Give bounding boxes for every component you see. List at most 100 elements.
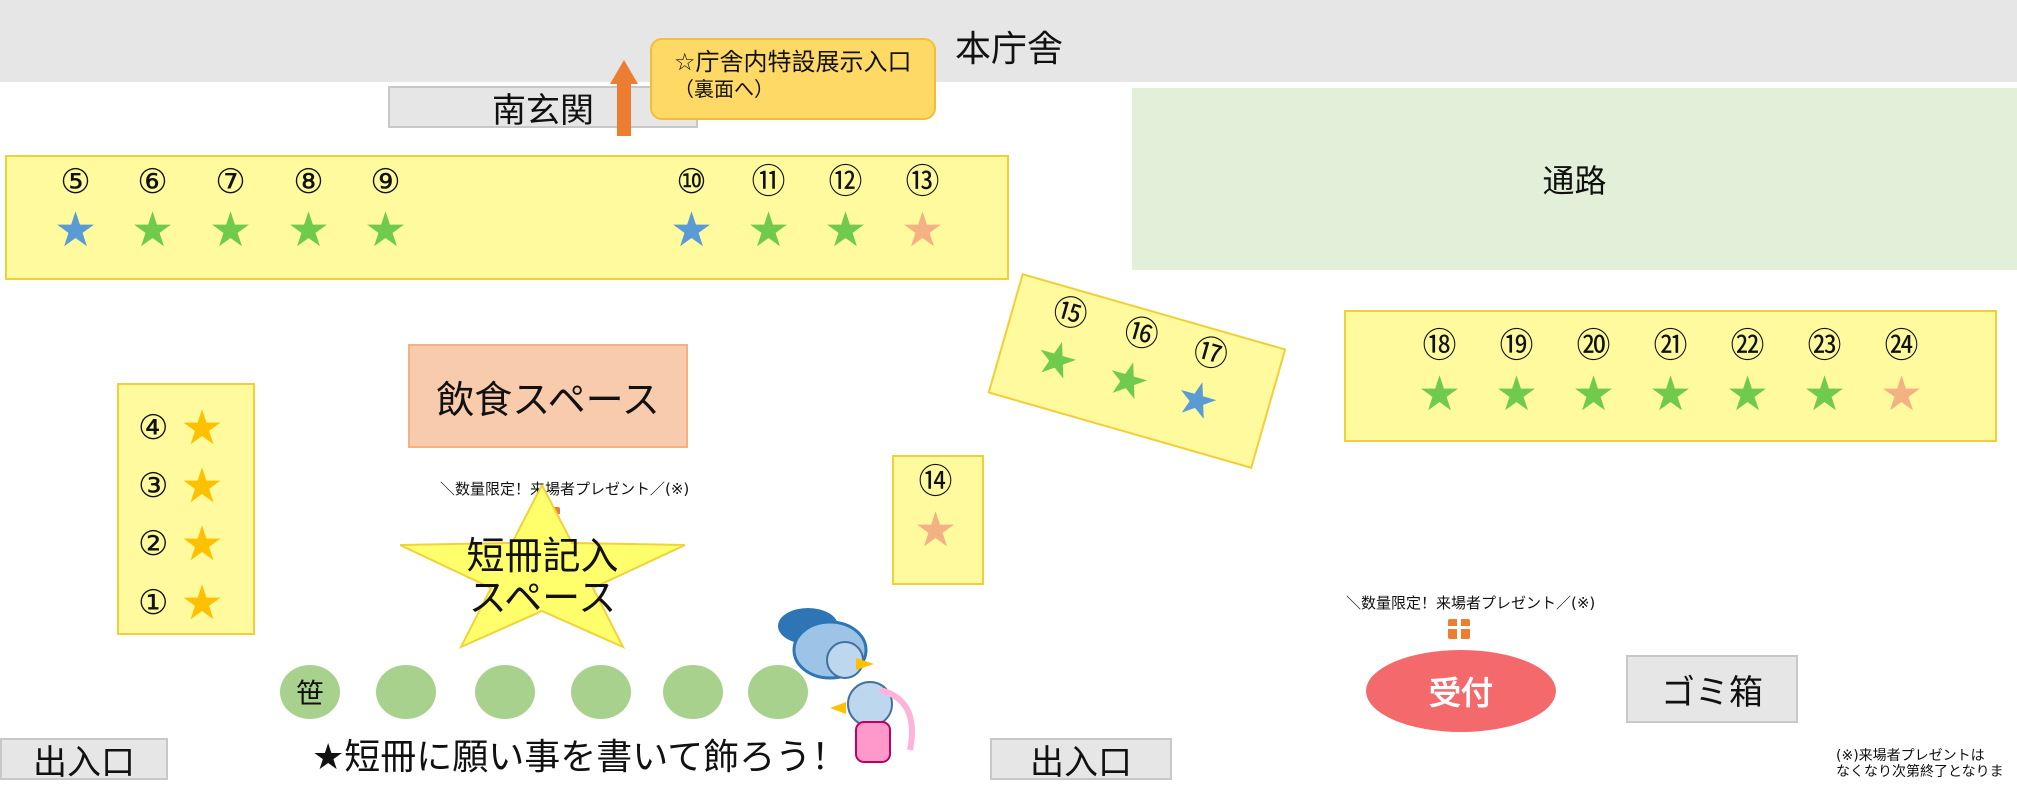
- star-green-icon: ★: [1649, 366, 1693, 422]
- stall-right_row-2: ⑳★: [1572, 326, 1615, 422]
- stall-top_right-1: ⑪★: [747, 162, 790, 258]
- star-gold-icon: ★: [180, 458, 224, 514]
- stall-number: ②: [138, 524, 169, 564]
- exit-center: 出入口: [990, 738, 1172, 783]
- stall-number: ⑧: [293, 162, 324, 202]
- stall-row-right: [1344, 310, 1997, 442]
- star-green-icon: ★: [1572, 366, 1616, 422]
- bamboo-circle: [748, 665, 808, 719]
- notice-line1: ☆庁舎内特設展示入口: [674, 48, 912, 76]
- star-green-icon: ★: [209, 202, 253, 258]
- stall-top_left-2: ⑦★: [209, 162, 252, 258]
- exit-left-label: 出入口: [33, 742, 135, 783]
- stall-tilted-2: ⑰★: [1169, 329, 1237, 433]
- star-pink-icon: ★: [1880, 366, 1924, 422]
- exit-center-label: 出入口: [1030, 742, 1132, 783]
- stall-right_row-0: ⑱★: [1418, 326, 1461, 422]
- food-space-label: 飲食スペース: [436, 377, 660, 422]
- reception-label: 受付: [1428, 674, 1493, 712]
- stall-right_row-3: ㉑★: [1649, 326, 1692, 422]
- stall-top_right-0: ⑩★: [670, 162, 713, 258]
- stall-left_col-1: ③★: [138, 458, 224, 514]
- star-blue-icon: ★: [54, 202, 98, 258]
- star-gold-icon: ★: [180, 516, 224, 572]
- stall-number: ⑨: [370, 162, 401, 202]
- present-note-tanzaku: ＼数量限定！来場者プレゼント／(※): [440, 480, 690, 498]
- star-blue-icon: ★: [670, 202, 714, 258]
- trash-label: ゴミ箱: [1661, 672, 1763, 713]
- star-green-icon: ★: [131, 202, 175, 258]
- aisle: 通路: [1132, 88, 2017, 270]
- stall-top_left-0: ⑤★: [54, 162, 97, 258]
- stall-number: ㉒: [1730, 326, 1765, 366]
- stall-top_left-4: ⑨★: [364, 162, 407, 258]
- stall-number: ⑤: [60, 162, 91, 202]
- stall-top_right-3: ⑬★: [901, 162, 944, 258]
- stall-number: ④: [138, 408, 169, 448]
- stall-number: ㉔: [1884, 326, 1919, 366]
- stall-right_row-6: ㉔★: [1880, 326, 1923, 422]
- star-green-icon: ★: [1803, 366, 1847, 422]
- stall-number: ①: [138, 583, 169, 623]
- star-blue-icon: ★: [1168, 367, 1226, 434]
- stall-number: ③: [138, 466, 169, 506]
- bamboo-circle: [475, 665, 535, 719]
- bamboo-circle: [571, 665, 631, 719]
- stall-number: ⑦: [215, 162, 246, 202]
- stall-left_col-2: ②★: [138, 516, 224, 572]
- tanzaku-caption: ★短冊に願い事を書いて飾ろう！: [312, 737, 848, 778]
- stall-number: ⑬: [905, 162, 940, 202]
- stall-number: ㉑: [1653, 326, 1688, 366]
- star-green-icon: ★: [364, 202, 408, 258]
- notice-line2: （裏面へ）: [674, 77, 774, 102]
- stall-right_row-4: ㉒★: [1726, 326, 1769, 422]
- stall-column-left: [117, 383, 255, 635]
- star-green-icon: ★: [747, 202, 791, 258]
- stall-tilted-0: ⑮★: [1028, 289, 1096, 393]
- stall-left_col-3: ①★: [138, 575, 224, 631]
- stall-right_row-5: ㉓★: [1803, 326, 1846, 422]
- tanzaku-writing-space: 短冊記入 スペース: [400, 485, 685, 655]
- star-pink-icon: ★: [914, 502, 958, 558]
- stall-top_right-2: ⑫★: [824, 162, 867, 258]
- special-exhibit-notice: ☆庁舎内特設展示入口 （裏面へ）: [650, 38, 936, 120]
- star-gold-icon: ★: [180, 400, 224, 456]
- up-arrow-shaft: [617, 82, 631, 136]
- stall-right_row-1: ⑲★: [1495, 326, 1538, 422]
- trash-bin: ゴミ箱: [1626, 655, 1798, 723]
- tanzaku-label-line1: 短冊記入: [466, 534, 619, 578]
- stall-box-14: [892, 455, 984, 585]
- stall-row-top: [5, 155, 1009, 280]
- bamboo-circle-labeled: 笹: [280, 665, 340, 719]
- reception-desk: 受付: [1366, 650, 1556, 732]
- footnote-line1: (※)来場者プレゼントは: [1836, 748, 1985, 764]
- stall-number: ㉓: [1807, 326, 1842, 366]
- stall-number: ⑭: [918, 462, 953, 502]
- aisle-label: 通路: [1542, 162, 1607, 200]
- star-pink-icon: ★: [901, 202, 945, 258]
- stall-top_left-1: ⑥★: [131, 162, 174, 258]
- tanzaku-label-line2: スペース: [468, 576, 617, 620]
- star-green-icon: ★: [1418, 366, 1462, 422]
- main-building-label: 本庁舎: [955, 29, 1064, 70]
- mascot-illustration: [760, 590, 940, 770]
- star-green-icon: ★: [824, 202, 868, 258]
- present-note-reception: ＼数量限定！来場者プレゼント／(※): [1346, 594, 1596, 612]
- stall-number: ⑪: [751, 162, 786, 202]
- stall-number: ⑳: [1576, 326, 1611, 366]
- star-gold-icon: ★: [180, 575, 224, 631]
- stall-row-tilted: ⑮★⑯★⑰★: [987, 273, 1287, 469]
- stall-number: ⑩: [676, 162, 707, 202]
- stall-number: ⑫: [828, 162, 863, 202]
- bamboo-circle: [376, 665, 436, 719]
- stall-top_left-3: ⑧★: [287, 162, 330, 258]
- up-arrow-icon: [610, 60, 638, 84]
- food-space: 飲食スペース: [408, 344, 688, 448]
- exit-left: 出入口: [0, 738, 168, 783]
- star-green-icon: ★: [1028, 327, 1086, 393]
- star-green-icon: ★: [287, 202, 331, 258]
- star-green-icon: ★: [1099, 347, 1157, 414]
- star-green-icon: ★: [1495, 366, 1539, 422]
- stall-number: ⑲: [1499, 326, 1534, 366]
- bamboo-circle: [663, 665, 723, 719]
